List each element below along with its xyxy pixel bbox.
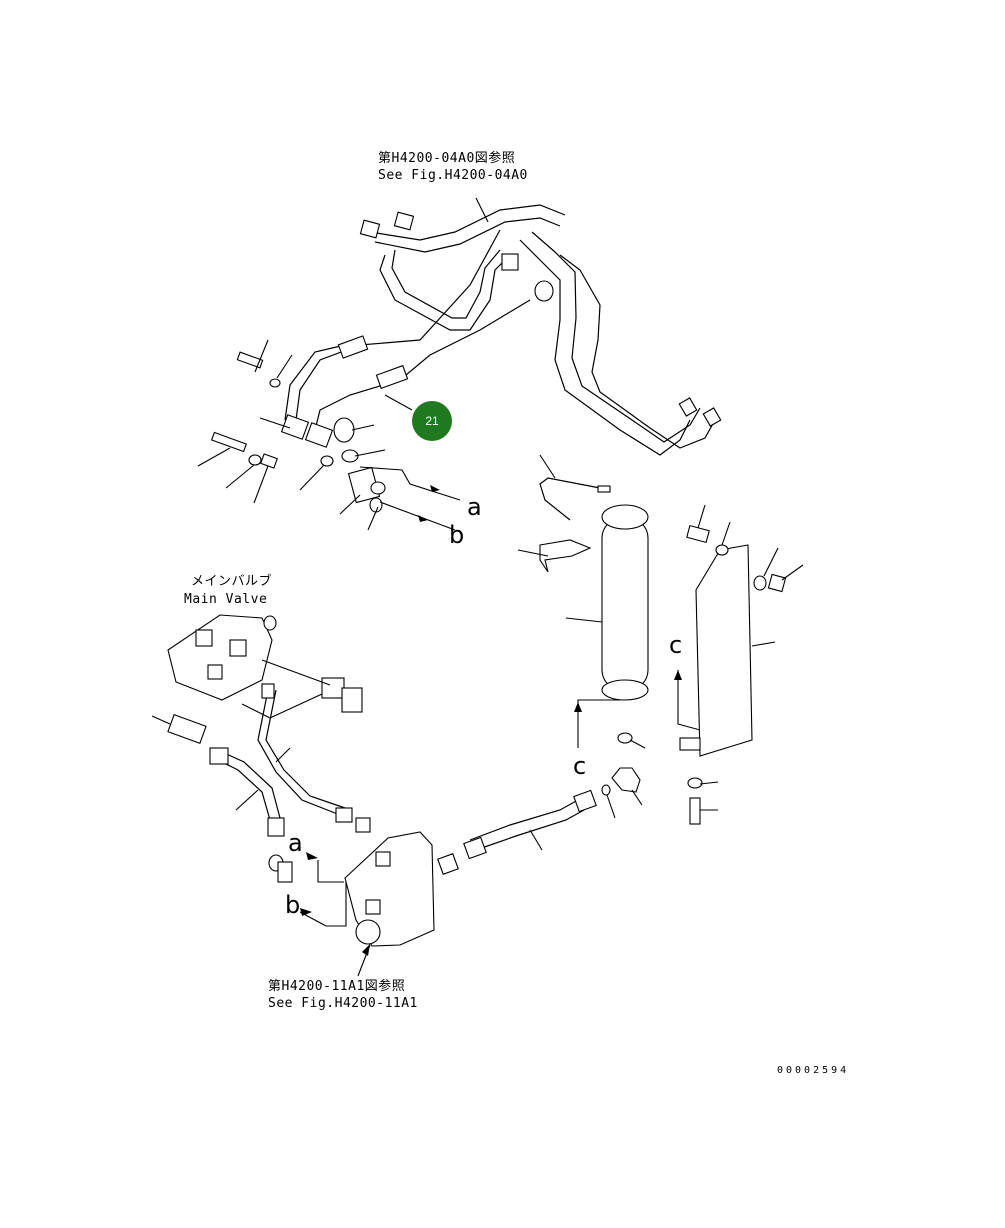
top-reference-en: See Fig.H4200-04A0 bbox=[378, 168, 528, 183]
mark-c-tank: c bbox=[573, 752, 587, 780]
tank-assembly bbox=[517, 454, 804, 825]
main-valve-label-en: Main Valve bbox=[184, 592, 268, 607]
lower-hoses bbox=[209, 683, 597, 883]
upper-pipe-assembly bbox=[280, 204, 722, 456]
callout-21-badge[interactable]: 21 bbox=[412, 401, 452, 441]
mark-a-upper: a bbox=[467, 493, 482, 521]
mark-c-bracket: c bbox=[669, 631, 683, 659]
document-number: 00002594 bbox=[777, 1065, 850, 1076]
top-reference-jp: 第H4200-04A0図参照 bbox=[378, 151, 516, 166]
bottom-reference-jp: 第H4200-11A1図参照 bbox=[268, 979, 406, 994]
mark-a-lower: a bbox=[288, 829, 303, 857]
lower-block bbox=[299, 831, 435, 977]
main-valve-assembly bbox=[151, 614, 363, 744]
mark-b-upper: b bbox=[449, 521, 465, 549]
upper-fasteners bbox=[210, 351, 386, 513]
upper-leader-lines bbox=[197, 197, 489, 531]
mark-b-lower: b bbox=[285, 891, 301, 919]
bottom-reference-en: See Fig.H4200-11A1 bbox=[268, 996, 418, 1011]
main-valve-label-jp: メインバルブ bbox=[191, 574, 273, 589]
